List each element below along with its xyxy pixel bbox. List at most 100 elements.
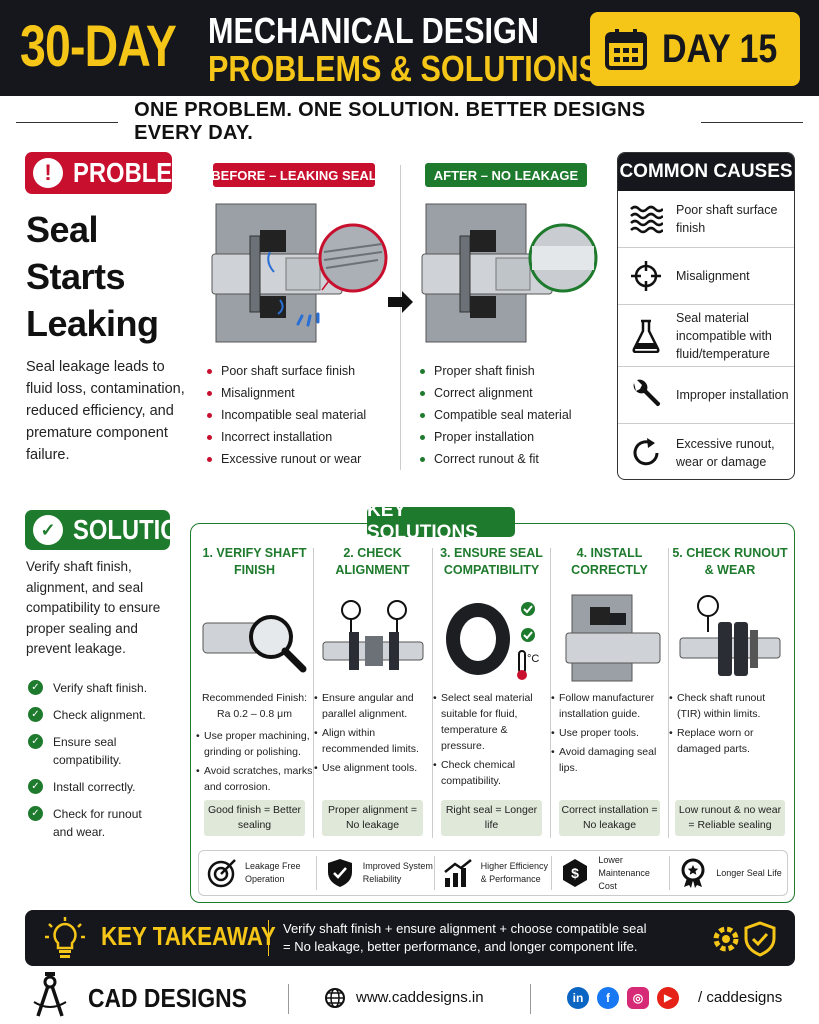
flask-icon (628, 318, 664, 354)
benefit-item: Improved System Reliability (317, 856, 435, 890)
cause-item: Seal material incompatible with fluid/te… (618, 305, 794, 367)
wrench-icon (628, 377, 664, 413)
cause-text: Misalignment (676, 269, 750, 283)
solution-column: 2. CHECK ALIGNMENT Ensure angular and pa… (314, 545, 431, 841)
target-icon (207, 858, 237, 888)
header-title-line2: PROBLEMS & SOLUTIONS (208, 48, 600, 89)
arrow-right-icon (388, 291, 413, 313)
list-item: ✓ Check for runout and wear. (28, 805, 188, 841)
list-item: Ensure angular and parallel alignment. (314, 690, 431, 722)
temperature-label: °C (527, 653, 540, 665)
sealed-shaft-illustration (421, 203, 598, 343)
list-item: Check shaft runout (TIR) within limits. (669, 690, 791, 722)
result-box: Low runout & no wear = Reliable sealing (675, 800, 785, 836)
svg-text:$: $ (571, 865, 579, 881)
day-number: DAY 15 (662, 26, 778, 71)
crosshair-icon (628, 258, 664, 294)
social-handle-link[interactable]: / caddesigns (698, 989, 783, 1006)
cause-text: Seal material incompatible with fluid/te… (676, 310, 772, 361)
benefit-text: Higher Efficiency & Performance (480, 861, 548, 884)
list-item: Incompatible seal material (205, 404, 385, 426)
list-item: Use alignment tools. (314, 760, 431, 776)
footer-divider (530, 984, 531, 1014)
list-item: Incorrect installation (205, 426, 385, 448)
facebook-icon[interactable]: f (597, 987, 619, 1009)
runout-gauge-illustration (669, 585, 791, 690)
benefits-strip: Leakage Free Operation Improved System R… (198, 850, 788, 896)
alignment-gauge-illustration (314, 585, 431, 690)
problem-badge-label: PROBLEM (73, 157, 192, 188)
check-text: Check for runout and wear. (53, 807, 142, 839)
check-icon: ✓ (33, 515, 63, 545)
gear-shield-icon (713, 921, 776, 957)
linkedin-icon[interactable]: in (567, 987, 589, 1009)
magnifier-shaft-illustration (196, 585, 313, 690)
tagline: ONE PROBLEM. ONE SOLUTION. BETTER DESIGN… (0, 99, 819, 144)
footer: CAD DESIGNS www.caddesigns.in in f ◎ ▶ /… (0, 972, 819, 1024)
common-causes-title: COMMON CAUSES (618, 153, 794, 191)
solution-column: 5. CHECK RUNOUT & WEAR Check shaft runou… (669, 545, 791, 841)
after-label: AFTER – NO LEAKAGE (425, 163, 587, 187)
list-item: Check chemical compatibility. (433, 757, 550, 789)
brand-name: CAD DESIGNS (88, 983, 247, 1013)
result-box: Right seal = Longer life (441, 800, 542, 836)
list-item: ✓Install correctly. (28, 778, 188, 796)
cause-text: Poor shaft surface finish (676, 203, 778, 235)
cause-item: Misalignment (618, 248, 794, 305)
key-takeaway-title: KEY TAKEAWAY (101, 921, 276, 951)
check-icon: ✓ (28, 680, 43, 695)
benefit-text: Lower Maintenance Cost (598, 854, 650, 891)
leaking-seal-illustration (211, 203, 388, 343)
rotate-icon (628, 435, 664, 471)
list-item: ✓ Check alignment. (28, 706, 188, 724)
benefit-item: Leakage Free Operation (199, 856, 317, 890)
calendar-icon (605, 29, 647, 70)
cause-item: Excessive runout, wear or damage (618, 424, 794, 479)
before-bullet-list: Poor shaft surface finish Misalignment I… (205, 360, 385, 470)
key-takeaway-banner: KEY TAKEAWAY Verify shaft finish + ensur… (25, 910, 795, 966)
result-box: Good finish = Better sealing (204, 800, 305, 836)
before-label: BEFORE – LEAKING SEAL (211, 163, 377, 187)
list-item: Avoid damaging seal lips. (551, 744, 668, 776)
list-item: ✓Ensure seal compatibility. (28, 733, 188, 769)
before-after-divider (400, 165, 401, 470)
result-box: Proper alignment = No leakage (322, 800, 423, 836)
solution-badge: ✓ SOLUTION (25, 510, 196, 550)
instagram-icon[interactable]: ◎ (627, 987, 649, 1009)
website-link[interactable]: www.caddesigns.in (356, 989, 484, 1006)
problem-title-line: Seal (26, 209, 99, 250)
finish-note: Recommended Finish: Ra 0.2 – 0.8 μm (201, 692, 308, 720)
benefit-item: $ Lower Maintenance Cost (552, 854, 671, 891)
problem-badge: ! PROBLEM (25, 152, 192, 194)
cause-item: Poor shaft surface finish (618, 191, 794, 248)
youtube-icon[interactable]: ▶ (657, 987, 679, 1009)
social-icons: in f ◎ ▶ (567, 987, 679, 1009)
tagline-text: ONE PROBLEM. ONE SOLUTION. BETTER DESIGN… (134, 99, 646, 144)
list-item: Use proper machining, grinding or polish… (196, 728, 313, 760)
check-icon: ✓ (28, 734, 43, 749)
solution-checklist: ✓Verify shaft finish. ✓Check alignment. … (28, 679, 188, 850)
list-item: Use proper tools. (551, 725, 668, 741)
problem-title: Seal Starts Leaking (26, 206, 159, 347)
list-item: Proper installation (418, 426, 598, 448)
check-text: Check alignment. (53, 708, 146, 722)
seal-ring-illustration (433, 585, 550, 690)
column-title: 2. CHECK ALIGNMENT (335, 546, 410, 577)
list-item: Align within recommended limits. (314, 725, 431, 757)
list-item: Correct alignment (418, 382, 598, 404)
column-title: 4. INSTALL CORRECTLY (571, 546, 648, 577)
solution-description: Verify shaft finish, alignment, and seal… (26, 559, 161, 656)
after-bullet-list: Proper shaft finish Correct alignment Co… (418, 360, 598, 470)
cause-text: Improper installation (676, 388, 789, 402)
list-item: Avoid scratches, marks and corrosion. (196, 763, 313, 795)
list-item: Follow manufacturer installation guide. (551, 690, 668, 722)
check-icon: ✓ (28, 806, 43, 821)
column-title: 3. ENSURE SEAL COMPATIBILITY (440, 546, 543, 577)
takeaway-line: Verify shaft finish + ensure alignment +… (283, 921, 647, 936)
compass-logo-icon (33, 972, 67, 1017)
list-item: Excessive runout or wear (205, 448, 385, 470)
list-item: Misalignment (205, 382, 385, 404)
header-title-line1: MECHANICAL DESIGN (208, 10, 539, 51)
benefit-text: Improved System Reliability (362, 861, 433, 884)
check-icon: ✓ (28, 707, 43, 722)
